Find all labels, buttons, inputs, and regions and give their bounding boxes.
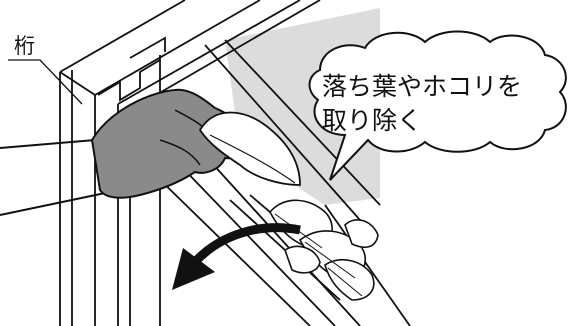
callout-line-1: 落ち葉やホコリを <box>322 72 523 101</box>
leaf-in-hand <box>198 111 301 186</box>
speech-bubble <box>308 30 567 181</box>
beam-label: 桁 <box>14 34 35 58</box>
callout-text: 落ち葉やホコリを 取り除く <box>322 70 562 138</box>
sash-frame <box>59 0 411 326</box>
curved-arrow-icon <box>172 223 301 290</box>
arm <box>0 139 111 216</box>
callout-line-2: 取り除く <box>322 106 423 135</box>
beam-leader-line <box>8 59 83 105</box>
leaf-pile <box>269 199 379 301</box>
